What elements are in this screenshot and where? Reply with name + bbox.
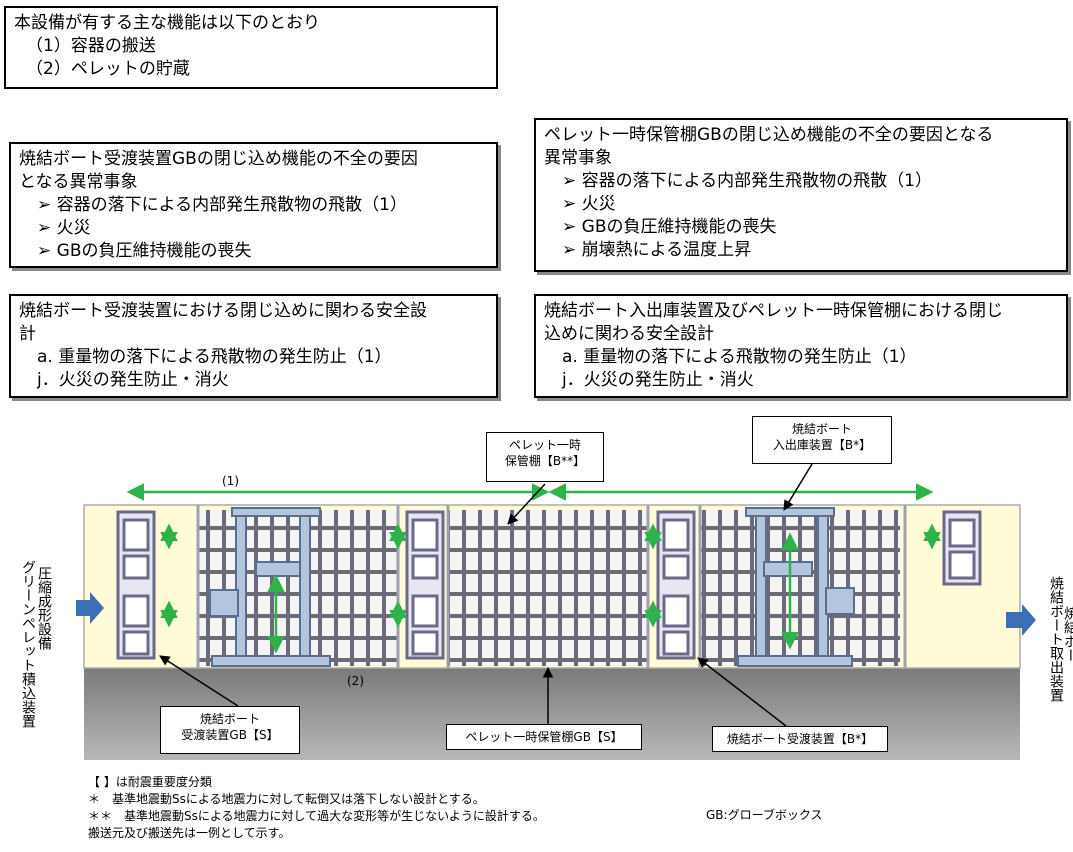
event-right-item: ➢ 火災	[562, 194, 616, 214]
note-line: 【 】は耐震重要度分類	[88, 775, 212, 789]
design-box-right: 焼結ボート入出庫装置及びペレット一時保管棚における閉じ 込めに関わる安全設計 a…	[534, 294, 1068, 398]
left-side-label: 圧縮成形設備	[36, 566, 52, 650]
design-left-item: a. 重量物の落下による飛散物の発生防止（1）	[37, 347, 392, 367]
design-right-title: 込めに関わる安全設計	[544, 324, 714, 344]
callout-text: ペレット一時保管棚GB【S】	[465, 730, 623, 744]
event-right-title: ペレット一時保管棚GBの閉じ込め機能の不全の要因となる	[544, 125, 994, 145]
inflow-arrow	[76, 592, 104, 624]
note-line: ＊ 基準地震動Ssによる地震力に対して転倒又は落下しない設計とする。	[88, 792, 485, 806]
notes: 【 】は耐震重要度分類 ＊ 基準地震動Ssによる地震力に対して転倒又は落下しない…	[88, 774, 545, 842]
callout-text: 焼結ボート	[791, 422, 852, 436]
transfer-unit	[942, 510, 982, 586]
design-box-left: 焼結ボート受渡装置における閉じ込めに関わる安全設 計 a. 重量物の落下による飛…	[9, 294, 498, 398]
function-item: （2）ペレットの貯蔵	[26, 59, 190, 79]
boat-inout-crane	[209, 507, 331, 667]
callout-boat-transfer: 焼結ボート受渡装置【B*】	[712, 726, 888, 752]
event-box-left: 焼結ボート受渡装置GBの閉じ込め機能の不全の要因 となる異常事象 ➢ 容器の落下…	[9, 142, 498, 268]
callout-boat-inout: 焼結ボート 入出庫装置【B*】	[752, 416, 892, 464]
event-left-title: 焼結ボート受渡装置GBの閉じ込め機能の不全の要因	[19, 149, 418, 169]
transfer-unit	[116, 510, 156, 660]
callout-text: ペレット一時	[508, 438, 581, 452]
design-left-item: j．火災の発生防止・消火	[37, 370, 229, 390]
left-side-label: グリーンペレット積込装置	[20, 560, 36, 728]
design-right-item: a. 重量物の落下による飛散物の発生防止（1）	[562, 347, 917, 367]
callout-text: 焼結ボート受渡装置【B*】	[726, 732, 874, 746]
event-left-item: ➢ GBの負圧維持機能の喪失	[37, 241, 252, 261]
arrow-label-2: (2)	[347, 674, 364, 688]
event-left-item: ➢ 火災	[37, 218, 91, 238]
outflow-arrow	[1006, 604, 1036, 636]
storage-shelf-grid	[448, 510, 648, 666]
note-line: ＊＊ 基準地震動Ssによる地震力に対して過大な変形等が生じないように設計する。	[88, 809, 545, 823]
callout-pellet-shelf-gb: ペレット一時保管棚GB【S】	[446, 724, 642, 750]
right-side-label-clipped: 焼結ボー	[1062, 606, 1073, 662]
functions-box: 本設備が有する主な機能は以下のとおり （1）容器の搬送 （2）ペレットの貯蔵	[4, 6, 498, 89]
design-right-title: 焼結ボート入出庫装置及びペレット一時保管棚における閉じ	[544, 301, 1003, 321]
callout-boat-transfer-gb: 焼結ボート 受渡装置GB【S】	[160, 706, 300, 754]
functions-title: 本設備が有する主な機能は以下のとおり	[14, 13, 320, 33]
event-box-right: ペレット一時保管棚GBの閉じ込め機能の不全の要因となる 異常事象 ➢ 容器の落下…	[534, 118, 1068, 272]
event-right-title: 異常事象	[544, 148, 612, 168]
event-right-item: ➢ 容器の落下による内部発生飛散物の飛散（1）	[562, 171, 932, 191]
design-right-item: j．火災の発生防止・消火	[562, 370, 754, 390]
event-left-title: となる異常事象	[19, 172, 138, 192]
boat-inout-crane	[737, 507, 855, 667]
event-right-item: ➢ 崩壊熱による温度上昇	[562, 240, 752, 260]
arrow-label-1: (1)	[222, 474, 239, 488]
storage-shelf-grid	[700, 510, 900, 666]
event-right-item: ➢ GBの負圧維持機能の喪失	[562, 217, 777, 237]
transfer-unit	[656, 510, 696, 660]
callout-text: 受渡装置GB【S】	[181, 728, 279, 742]
callout-text: 入出庫装置【B*】	[772, 438, 872, 452]
storage-shelf-grid	[198, 510, 398, 666]
transfer-unit	[405, 510, 445, 660]
note-line: 搬送元及び搬送先は一例として示す。	[88, 826, 291, 840]
function-item: （1）容器の搬送	[26, 36, 156, 56]
callout-text: 焼結ボート	[199, 712, 260, 726]
right-side-label: 焼結ボート取出装置	[1048, 576, 1064, 702]
design-left-title: 焼結ボート受渡装置における閉じ込めに関わる安全設	[19, 301, 427, 321]
design-left-title: 計	[19, 324, 36, 344]
event-left-item: ➢ 容器の落下による内部発生飛散物の飛散（1）	[37, 195, 407, 215]
gb-legend: GB:グローブボックス	[706, 808, 823, 822]
callout-pellet-shelf: ペレット一時 保管棚【B**】	[486, 432, 604, 482]
callout-text: 保管棚【B**】	[504, 454, 586, 468]
